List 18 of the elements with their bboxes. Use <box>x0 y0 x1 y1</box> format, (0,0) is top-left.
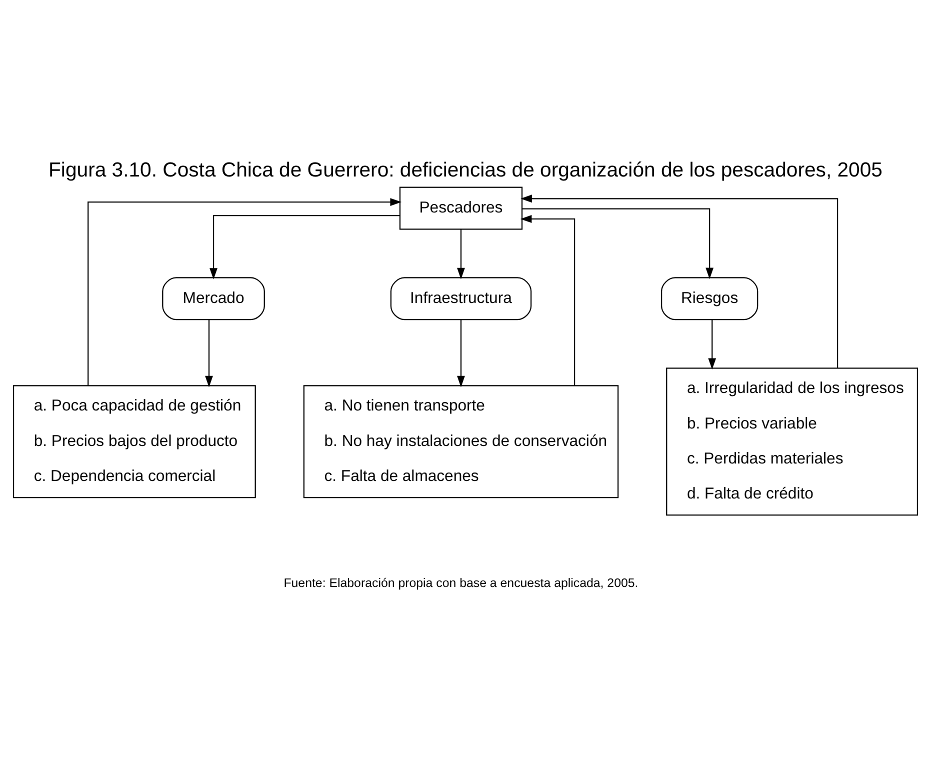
arrow <box>456 228 464 279</box>
node-box: a. No tienen transporte b. No hay instalaciones de conservación c. Falta de almacenes <box>302 384 618 498</box>
caption: Fuente: Elaboración propia con base a encuesta aplicada, 2005. <box>283 576 638 590</box>
arrow <box>456 319 464 387</box>
arrow <box>708 319 716 370</box>
arrow <box>209 214 400 279</box>
node-box: Infraestructura <box>390 276 532 320</box>
arrow <box>520 194 838 368</box>
node-box: a. Poca capacidad de gestión b. Precios bajos del producto c. Dependencia comercial <box>12 384 256 498</box>
node-box: a. Irregularidad de los ingresos b. Precios variable c. Perdidas materiales d. Falta de crédito <box>666 367 918 516</box>
node-box: Mercado <box>162 276 264 320</box>
arrow <box>204 319 212 387</box>
arrow <box>520 214 575 385</box>
node-box: Pescadores <box>398 186 522 230</box>
arrow <box>87 198 402 385</box>
diagram-title: Figura 3.10. Costa Chica de Guerrero: deficiencias de organización de los pescadores, 2005 <box>48 158 882 181</box>
node-box: Riesgos <box>660 276 758 320</box>
arrow <box>522 208 714 279</box>
